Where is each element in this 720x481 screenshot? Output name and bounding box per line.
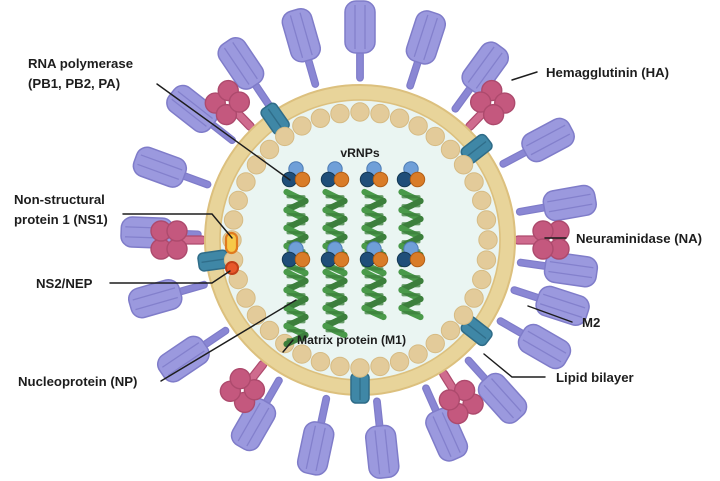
m1-bead (228, 190, 248, 211)
m1-bead (223, 210, 244, 230)
neuraminidase-label: Neuraminidase (NA) (576, 231, 702, 246)
rna-polymerase-label-line2: (PB1, PB2, PA) (28, 76, 120, 91)
m1-bead (440, 320, 461, 341)
vrnp-particle (396, 241, 426, 321)
vrnps-label: vRNPs (340, 146, 380, 160)
matrix-protein-leader (282, 339, 294, 353)
ns2-nep-label: NS2/NEP (36, 276, 93, 291)
lipid-bilayer-label: Lipid bilayer (556, 370, 634, 385)
m1-bead (310, 352, 331, 372)
vrnp-rna-coil (398, 268, 424, 321)
m1-bead (236, 172, 256, 192)
nucleoprotein-leader (160, 299, 297, 382)
m1-bead (453, 155, 474, 175)
m1-bead (464, 172, 484, 192)
m1-bead (408, 344, 428, 364)
m1-bead (292, 344, 312, 364)
m1-bead (370, 103, 390, 124)
m1-bead (259, 320, 280, 341)
ns1-label-line2: protein 1 (NS1) (14, 212, 108, 227)
m1-bead (408, 116, 428, 136)
m1-bead (472, 269, 492, 290)
nucleoprotein-label: Nucleoprotein (NP) (18, 374, 137, 389)
vrnp-particle (320, 241, 350, 339)
m1-bead (310, 108, 331, 128)
vrnp-particle (359, 241, 389, 321)
m1-bead (350, 358, 370, 378)
m1-bead (476, 250, 497, 270)
m1-bead (478, 230, 498, 250)
m1-bead (292, 116, 312, 136)
m1-bead (464, 288, 484, 308)
hemagglutinin-label: Hemagglutinin (HA) (546, 65, 669, 80)
m1-bead (350, 102, 370, 122)
m1-bead (236, 288, 256, 308)
m1-bead (246, 305, 267, 325)
m2-leader (527, 305, 573, 323)
vrnp-group (281, 161, 426, 348)
m1-bead (330, 103, 350, 124)
ns1-leader (122, 213, 233, 239)
ns1-marker (224, 231, 239, 255)
m1-bead (425, 126, 445, 147)
matrix-protein-label: Matrix protein (M1) (297, 333, 406, 347)
m1-bead (389, 108, 410, 128)
lipid-bilayer-leader (483, 353, 546, 378)
ns1-label-line1: Non-structural (14, 192, 105, 207)
m1-bead (389, 352, 410, 372)
vrnp-rna-coil (322, 268, 348, 339)
rna-polymerase-leader (156, 83, 291, 181)
matrix-protein-m1-ring (222, 102, 498, 378)
lipid-bilayer-membrane (204, 84, 516, 396)
m1-bead (259, 139, 280, 160)
m1-bead (472, 190, 492, 211)
hemagglutinin-leader (511, 71, 538, 81)
rna-polymerase-label-line1: RNA polymerase (28, 56, 133, 71)
m2-label: M2 (582, 315, 600, 330)
m1-bead (370, 356, 390, 377)
vrnp-rna-coil (361, 268, 387, 321)
m1-bead (453, 305, 474, 325)
vrnp-particle (281, 241, 311, 348)
m1-bead (330, 356, 350, 377)
ns2-nep-leader (109, 270, 231, 284)
m1-bead (476, 210, 497, 230)
vrnp-rna-coil (283, 268, 309, 348)
m1-bead (246, 155, 267, 175)
m1-bead (275, 126, 295, 147)
m1-bead (440, 139, 461, 160)
m1-bead (425, 333, 445, 354)
